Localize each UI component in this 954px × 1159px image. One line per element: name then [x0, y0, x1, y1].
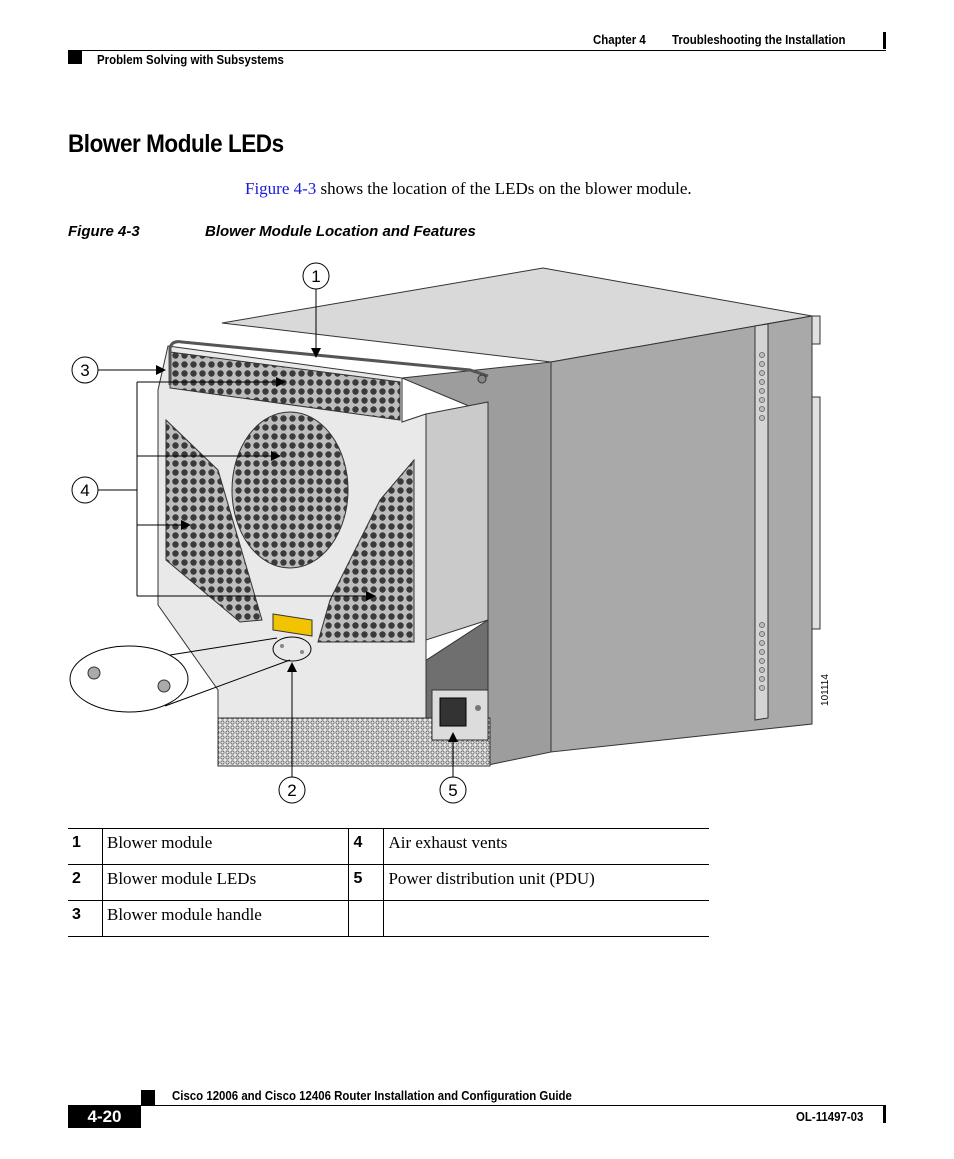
- blower-module: [157, 345, 491, 767]
- intro-text: shows the location of the LEDs on the bl…: [316, 179, 692, 198]
- callout-1-label: 1: [311, 267, 320, 286]
- page-number: 4-20: [68, 1106, 141, 1128]
- chassis-screw-column-bottom: [759, 622, 765, 691]
- legend-row: 3 Blower module handle: [68, 900, 709, 937]
- legend-label: Power distribution unit (PDU): [383, 864, 709, 901]
- callout-4: 4: [71, 377, 376, 601]
- header-section: Problem Solving with Subsystems: [97, 52, 284, 67]
- header-rule: [68, 50, 886, 51]
- header-chapter-title: Troubleshooting the Installation: [672, 32, 846, 47]
- callout-3-label: 3: [80, 361, 89, 380]
- header-chapter: Chapter 4: [593, 32, 646, 47]
- legend-label: [383, 900, 709, 937]
- warning-label: [272, 613, 313, 637]
- callout-5-label: 5: [448, 781, 457, 800]
- legend-number: 5: [348, 864, 384, 901]
- doc-number: OL-11497-03: [796, 1109, 864, 1124]
- legend-number: 3: [68, 900, 103, 937]
- legend-row: 2 Blower module LEDs 5 Power distributio…: [68, 864, 709, 901]
- blower-module-illustration: 1 3 4 2 5 101114: [69, 262, 831, 804]
- footer-right-marker: [883, 1106, 886, 1123]
- chassis-right-side: [550, 315, 821, 753]
- callout-2: 2: [278, 662, 306, 804]
- legend-label: Blower module handle: [101, 900, 349, 937]
- page-title: Blower Module LEDs: [68, 130, 284, 158]
- figure-caption: Blower Module Location and Features: [205, 223, 476, 240]
- legend-label: Blower module: [101, 828, 349, 865]
- header-marker: [883, 32, 886, 49]
- callout-3: 3: [71, 356, 166, 384]
- intro-paragraph: Figure 4-3 shows the location of the LED…: [245, 179, 692, 199]
- callout-2-label: 2: [287, 781, 296, 800]
- section-marker: [68, 51, 82, 64]
- legend-label: Blower module LEDs: [101, 864, 349, 901]
- blower-module-handle: [168, 340, 489, 385]
- legend-number: 1: [68, 828, 103, 865]
- chassis-screw-column-top: [759, 352, 765, 421]
- blower-leds: [272, 636, 312, 662]
- legend-number: [348, 900, 384, 937]
- power-distribution-unit: [431, 689, 489, 741]
- figure-legend-table: 1 Blower module 4 Air exhaust vents 2 Bl…: [68, 828, 709, 937]
- legend-number: 4: [348, 828, 384, 865]
- footer-rule: [68, 1105, 886, 1106]
- legend-label: Air exhaust vents: [383, 828, 709, 865]
- led-zoom-detail: [69, 637, 291, 713]
- footer-guide-title: Cisco 12006 and Cisco 12406 Router Insta…: [172, 1088, 572, 1103]
- art-id: 101114: [820, 674, 831, 706]
- footer-marker: [141, 1090, 155, 1106]
- legend-number: 2: [68, 864, 103, 901]
- callout-5: 5: [439, 732, 467, 804]
- callout-4-label: 4: [80, 481, 89, 500]
- figure-link[interactable]: Figure 4-3: [245, 179, 317, 198]
- callout-1: 1: [302, 262, 330, 358]
- legend-row: 1 Blower module 4 Air exhaust vents: [68, 828, 709, 865]
- figure-number: Figure 4-3: [68, 223, 140, 240]
